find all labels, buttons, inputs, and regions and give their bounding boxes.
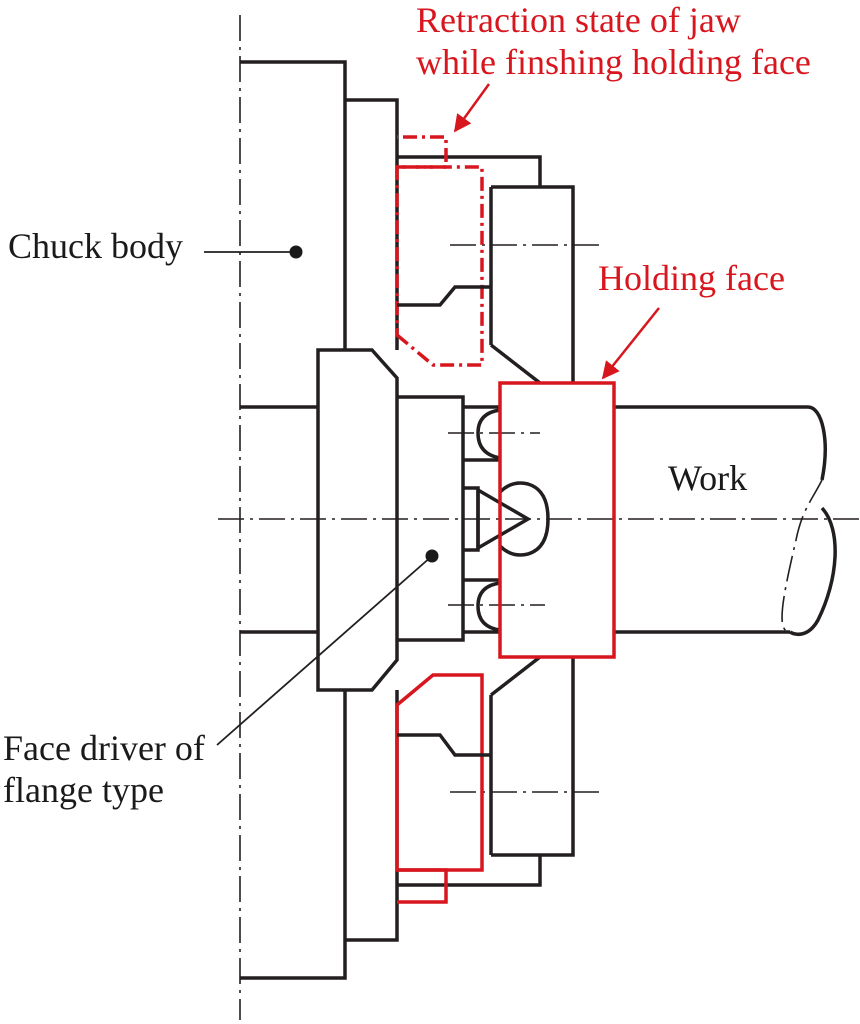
- retraction-arrow: [453, 83, 491, 133]
- jaw-bottom: [395, 673, 491, 904]
- work-label: Work: [668, 458, 747, 498]
- face-driver-label-line1: Face driver of: [3, 728, 205, 768]
- jaw-top-retracted: [395, 135, 491, 367]
- face-driver-label-line2: flange type: [3, 770, 164, 810]
- jaw-slide-bottom: [397, 655, 575, 887]
- retraction-label-line1: Retraction state of jaw: [416, 0, 741, 40]
- face-driver-leader: [216, 549, 439, 746]
- face-driver-flange: [316, 348, 550, 692]
- jaw-slide-top: [397, 155, 575, 385]
- work-shaft: [614, 405, 837, 637]
- chuck-body-label: Chuck body: [8, 226, 183, 266]
- holding-face-label: Holding face: [598, 258, 785, 298]
- holding-face: [498, 381, 616, 659]
- retraction-label-line2: while finshing holding face: [416, 42, 811, 82]
- holding-face-arrow: [601, 307, 660, 380]
- chuck-body-leader: [204, 245, 303, 259]
